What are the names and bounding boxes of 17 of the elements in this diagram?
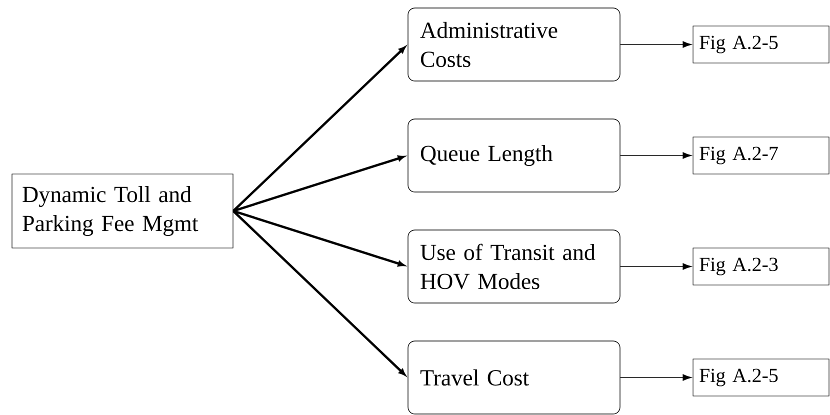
figure-reference-box: Fig A.2-5	[692, 26, 830, 64]
measure-box: Administrative Costs	[408, 8, 620, 82]
arrow	[232, 210, 404, 266]
source-box: Dynamic Toll and Parking Fee Mgmt	[12, 174, 234, 248]
measure-box: Queue Length	[408, 118, 620, 192]
arrow	[232, 210, 406, 376]
arrow	[620, 374, 692, 381]
arrow	[620, 41, 692, 48]
arrow	[620, 152, 692, 159]
figure-reference-box: Fig A.2-5	[692, 358, 830, 396]
figure-reference-box: Fig A.2-3	[692, 248, 830, 286]
arrow	[620, 263, 692, 270]
measure-box: Use of Transit and HOV Modes	[408, 230, 620, 304]
measure-box: Travel Cost	[408, 340, 620, 414]
figure-reference-box: Fig A.2-7	[692, 136, 830, 174]
arrow	[232, 156, 404, 212]
arrow	[232, 46, 406, 212]
